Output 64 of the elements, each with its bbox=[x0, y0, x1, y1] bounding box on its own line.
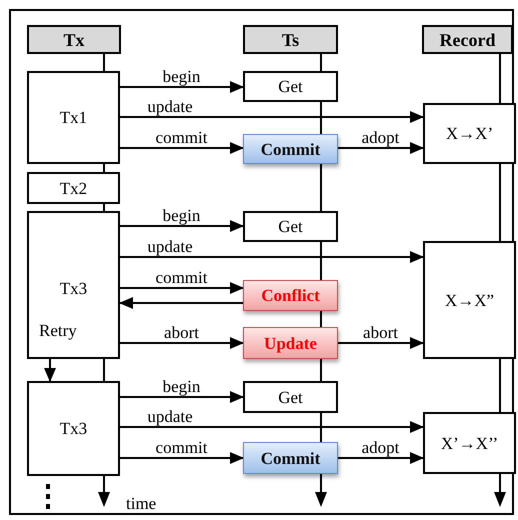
edge-label: commit bbox=[156, 439, 208, 456]
transaction-box bbox=[27, 71, 120, 164]
node-label: Tx3 bbox=[60, 280, 88, 297]
edge-label: abort bbox=[164, 324, 199, 341]
record-box bbox=[423, 412, 516, 474]
update-box bbox=[243, 327, 338, 359]
edge-label: adopt bbox=[362, 439, 400, 456]
conflict-box bbox=[243, 280, 338, 311]
node-label: X→X’ bbox=[446, 125, 494, 142]
node-label: Retry bbox=[39, 322, 77, 339]
process-box bbox=[243, 71, 338, 102]
axis-label: time bbox=[126, 495, 156, 512]
edge-label: update bbox=[147, 98, 193, 115]
arrow bbox=[338, 337, 424, 349]
node-label: X→X” bbox=[444, 292, 494, 308]
edge-label: commit bbox=[156, 269, 208, 286]
arrow bbox=[338, 452, 424, 464]
node-label: Tx2 bbox=[60, 180, 88, 196]
edge-label: begin bbox=[162, 378, 200, 395]
node-label: Tx1 bbox=[60, 109, 88, 126]
arrow bbox=[120, 452, 244, 464]
header-label: Tx bbox=[63, 30, 84, 48]
arrow bbox=[120, 111, 424, 123]
node-label: Get bbox=[278, 78, 303, 95]
commit-box bbox=[243, 442, 338, 474]
edge-label: adopt bbox=[362, 129, 400, 146]
node-label: Tx3 bbox=[60, 420, 88, 437]
record-box bbox=[423, 241, 516, 359]
transaction-box bbox=[27, 172, 120, 204]
header-label: Ts bbox=[282, 30, 300, 48]
arrow bbox=[119, 297, 243, 309]
record-box bbox=[423, 103, 516, 164]
arrow bbox=[120, 337, 244, 349]
node-label: Update bbox=[264, 334, 317, 352]
edge-label: begin bbox=[162, 207, 200, 224]
transaction-box bbox=[27, 211, 120, 359]
arrow bbox=[120, 251, 424, 263]
arrow bbox=[338, 142, 424, 154]
column-header bbox=[422, 25, 513, 54]
edge-label: begin bbox=[162, 68, 200, 85]
header-label: Record bbox=[440, 30, 496, 48]
edge-label: update bbox=[147, 408, 193, 425]
edge-label: abort bbox=[363, 324, 398, 341]
arrow bbox=[120, 282, 244, 294]
node-label: Get bbox=[278, 388, 303, 406]
arrow bbox=[120, 220, 244, 232]
column-header bbox=[27, 25, 121, 54]
commit-box bbox=[243, 134, 338, 164]
arrow bbox=[120, 421, 424, 433]
edge-label: update bbox=[147, 238, 193, 255]
node-label: Get bbox=[278, 218, 303, 235]
edge-label: commit bbox=[156, 129, 208, 146]
process-box bbox=[243, 211, 338, 242]
arrow bbox=[44, 359, 56, 382]
column-header bbox=[243, 25, 338, 54]
arrow bbox=[120, 142, 244, 154]
arrow bbox=[120, 81, 244, 93]
node-label: Conflict bbox=[261, 287, 320, 304]
transaction-box bbox=[27, 381, 120, 476]
node-label: X’→X’’ bbox=[440, 434, 498, 452]
arrow bbox=[120, 391, 244, 403]
node-label: Commit bbox=[260, 450, 320, 466]
node-label: Commit bbox=[260, 140, 320, 158]
process-box bbox=[243, 381, 338, 413]
